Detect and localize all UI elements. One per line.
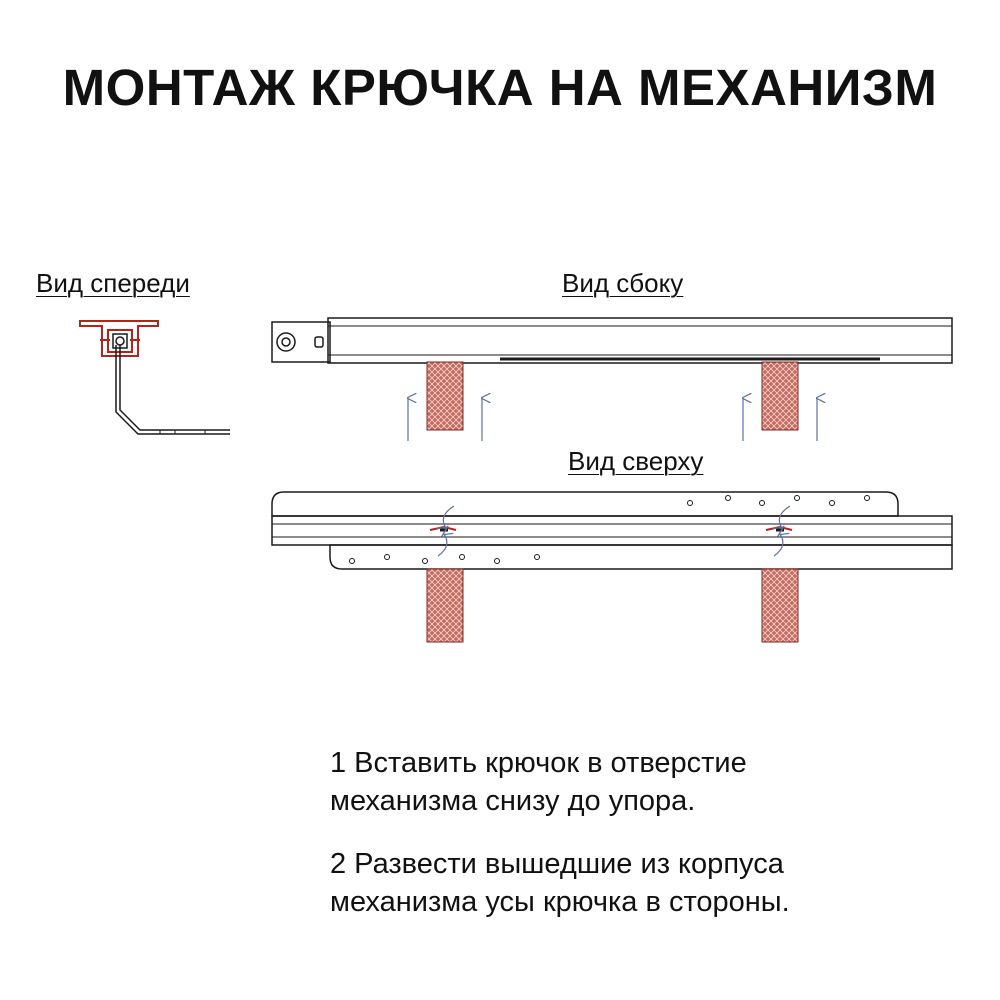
spread-arrow-icon bbox=[773, 534, 783, 557]
top-view-hook-block-left bbox=[426, 568, 464, 643]
side-view-hook-block-left bbox=[426, 361, 464, 431]
front-view-rod bbox=[115, 345, 230, 435]
top-view-front-plate bbox=[329, 544, 953, 570]
side-view-rail bbox=[271, 317, 953, 364]
instruction-step: 2 Развести вышедшие из корпуса механизма… bbox=[330, 848, 790, 918]
top-view-hook-right bbox=[765, 505, 793, 557]
top-view-label: Вид сверху bbox=[568, 446, 704, 476]
top-view-hook-left bbox=[429, 505, 457, 557]
side-view-hook-block-right bbox=[761, 361, 799, 431]
front-view bbox=[79, 320, 230, 435]
page-title: МОНТАЖ КРЮЧКА НА МЕХАНИЗМ bbox=[62, 59, 938, 116]
spread-arrow-icon bbox=[437, 534, 447, 557]
front-view-hook bbox=[79, 320, 159, 357]
instruction-list: 1 Вставить крючок в отверстие механизма … bbox=[330, 744, 970, 946]
top-view bbox=[271, 491, 953, 643]
spread-arrow-icon bbox=[443, 505, 455, 528]
top-view-back-plate bbox=[271, 491, 899, 517]
front-view-label: Вид спереди bbox=[36, 268, 190, 298]
top-view-holes bbox=[349, 495, 870, 564]
side-view-label: Вид сбоку bbox=[562, 268, 684, 298]
top-view-rail bbox=[271, 515, 953, 546]
spread-arrow-icon bbox=[779, 505, 791, 528]
top-view-hook-block-right bbox=[761, 568, 799, 643]
side-view bbox=[271, 317, 953, 441]
instruction-step: 1 Вставить крючок в отверстие механизма … bbox=[330, 747, 747, 817]
